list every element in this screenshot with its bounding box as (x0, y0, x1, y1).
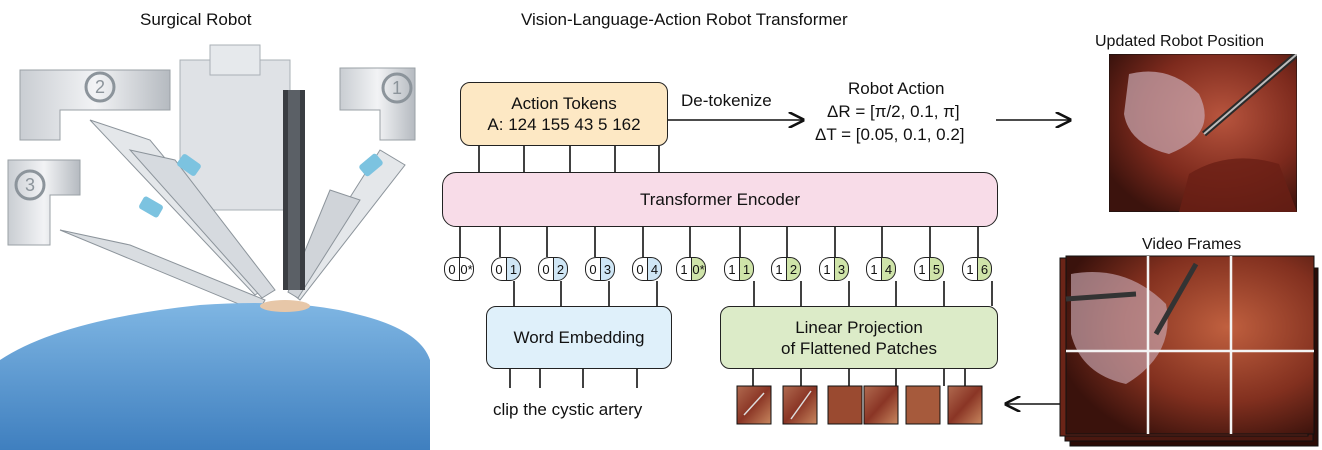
arm-3-number: 3 (25, 175, 35, 195)
detokenize-label: De-tokenize (681, 91, 772, 110)
instruction-text: clip the cystic artery (493, 400, 643, 419)
token-position: 1 (739, 257, 754, 281)
token-position: 3 (834, 257, 849, 281)
token-position: 1 (506, 257, 521, 281)
token-index: 1 (866, 257, 881, 281)
token-position: 3 (600, 257, 615, 281)
arm-2-number: 2 (95, 77, 105, 97)
transformer-encoder-box: Transformer Encoder (442, 172, 998, 227)
projection-line-1: Linear Projection (795, 317, 923, 337)
token-index: 0 (538, 257, 553, 281)
linear-projection-box: Linear Projection of Flattened Patches (720, 306, 998, 369)
token-index: 1 (724, 257, 739, 281)
robot-action-rotation: ΔR = [π/2, 0.1, π] (827, 102, 960, 121)
action-tokens-title: Action Tokens (511, 94, 617, 113)
token-position: 0* (459, 257, 474, 281)
token-position: 2 (553, 257, 568, 281)
action-tokens-values: A: 124 155 43 5 162 (487, 115, 641, 134)
updated-position-title: Updated Robot Position (1095, 33, 1264, 50)
surgical-robot-title: Surgical Robot (140, 10, 252, 29)
token-index: 0 (444, 257, 459, 281)
updated-position-image (1109, 54, 1297, 212)
diagram-title: Vision-Language-Action Robot Transformer (521, 10, 848, 29)
token-position: 4 (647, 257, 662, 281)
robot-action-title: Robot Action (848, 79, 945, 98)
token-position: 4 (881, 257, 896, 281)
token-index: 1 (914, 257, 929, 281)
token-index: 0 (632, 257, 647, 281)
token-index: 0 (491, 257, 506, 281)
video-frames-stack (1059, 255, 1319, 447)
token-index: 1 (819, 257, 834, 281)
token-position: 6 (977, 257, 992, 281)
token-position: 2 (786, 257, 801, 281)
action-tokens-box: Action Tokens A: 124 155 43 5 162 (460, 82, 668, 146)
token-position: 5 (929, 257, 944, 281)
word-embedding-box: Word Embedding (486, 306, 672, 369)
token-index: 1 (676, 257, 691, 281)
projection-line-2: of Flattened Patches (781, 338, 937, 358)
token-index: 1 (771, 257, 786, 281)
token-index: 0 (585, 257, 600, 281)
arm-1-number: 1 (392, 78, 402, 98)
surgical-robot-illustration: 2 1 3 (0, 44, 430, 450)
video-frames-title: Video Frames (1142, 236, 1242, 253)
token-position: 0* (691, 257, 706, 281)
token-index: 1 (962, 257, 977, 281)
robot-action-translation: ΔT = [0.05, 0.1, 0.2] (815, 125, 965, 144)
image-patches (736, 385, 983, 425)
